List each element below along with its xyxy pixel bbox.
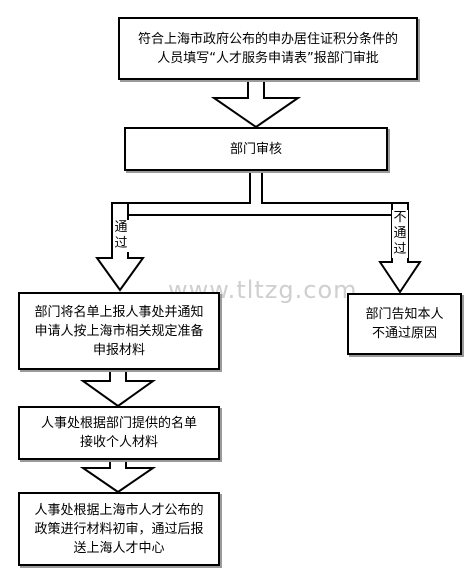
node-final-line: 送上海人才中心 <box>73 540 165 556</box>
node-apply-line: 人员填写“人才服务申请表”报部门审批 <box>157 50 379 66</box>
node-review-label: 部门审核 <box>229 141 282 157</box>
node-pass-step: 部门将名单上报人事处并通知 申请人按上海市相关规定准备 申报材料 <box>18 292 220 370</box>
node-collect-line: 人事处根据部门提供的名单 <box>40 416 197 431</box>
branch-label-char: 通 <box>114 220 128 235</box>
node-collect: 人事处根据部门提供的名单 接收个人材料 <box>18 406 220 460</box>
node-fail-step-line: 部门告知本人 <box>365 307 444 322</box>
arrow-down-icon <box>210 79 302 129</box>
branch-label-char: 通 <box>393 226 407 241</box>
branch-label-char: 过 <box>114 236 128 251</box>
node-pass-step-line: 申请人按上海市相关规定准备 <box>34 323 204 339</box>
node-final: 人事处根据上海市人才公布的 政策进行材料初审，通过后报 送上海人才中心 <box>18 492 220 566</box>
branch-label-char: 不 <box>393 210 407 225</box>
node-pass-step-line: 申报材料 <box>92 342 145 358</box>
node-collect-line: 接收个人材料 <box>79 435 158 450</box>
branch-label-fail: 不 通 过 <box>392 210 408 258</box>
branch-connector <box>121 169 399 216</box>
node-pass-step-line: 部门将名单上报人事处并通知 <box>34 304 204 320</box>
node-final-line: 人事处根据上海市人才公布的 <box>34 502 204 518</box>
arrow-down-icon <box>79 369 157 408</box>
branch-label-pass: 通 过 <box>113 220 129 252</box>
node-apply: 符合上海市政府公布的申办居住证积分条件的 人员填写“人才服务申请表”报部门审批 <box>118 17 418 80</box>
node-fail-step-line: 不通过原因 <box>371 326 437 341</box>
node-fail-step: 部门告知本人 不通过原因 <box>347 293 462 355</box>
arrow-down-icon <box>79 458 157 494</box>
branch-label-char: 过 <box>393 242 407 257</box>
node-apply-line: 符合上海市政府公布的申办居住证积分条件的 <box>137 31 398 47</box>
node-review: 部门审核 <box>124 127 388 171</box>
node-final-line: 政策进行材料初审，通过后报 <box>34 521 204 537</box>
